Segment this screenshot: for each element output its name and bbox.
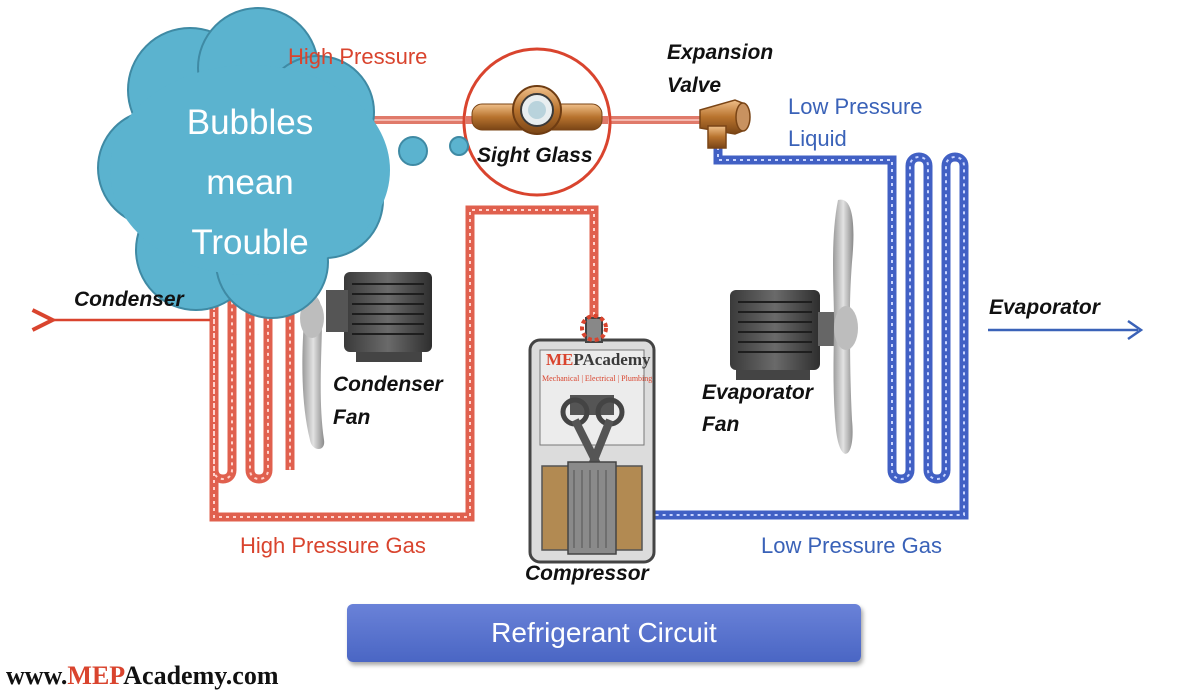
website-prefix: www. — [6, 661, 68, 690]
expansion-valve-label-line2: Valve — [667, 74, 722, 97]
condenser-fan-label-line2: Fan — [333, 406, 371, 429]
low-pressure-liquid-line — [713, 140, 897, 470]
compressor-icon — [528, 314, 656, 564]
cloud-line-2: mean — [206, 163, 294, 202]
expansion-valve-icon — [699, 99, 751, 149]
watermark-tagline: Mechanical | Electrical | Plumbing — [542, 374, 653, 383]
sight-glass-label: Sight Glass — [477, 144, 593, 167]
cloud-line-1: Bubbles — [186, 103, 314, 142]
low-pressure-liquid-label-line1: Low Pressure — [788, 94, 923, 119]
evaporator-fan-icon — [730, 199, 858, 454]
compressor-label: Compressor — [525, 562, 649, 585]
refrigerant-circuit-title: Refrigerant Circuit — [347, 604, 861, 662]
low-pressure-gas-label: Low Pressure Gas — [761, 533, 942, 558]
high-pressure-gas-label: High Pressure Gas — [240, 533, 426, 558]
evaporator-fan-label-line1: Evaporator — [702, 381, 813, 404]
evaporator-fan-label-line2: Fan — [702, 413, 740, 436]
condenser-label: Condenser — [74, 288, 184, 311]
evaporator-arrow — [988, 319, 1144, 341]
expansion-valve-label-line1: Expansion — [667, 41, 774, 64]
condenser-fan-icon — [300, 272, 432, 449]
high-pressure-label: High Pressure — [288, 44, 428, 69]
watermark-brand: MEPAcademy — [546, 350, 651, 369]
website-highlight: MEP — [67, 661, 124, 690]
website-suffix: Academy.com — [123, 661, 279, 690]
website-footer: www.MEPAcademy.com — [6, 660, 279, 692]
evaporator-coil — [650, 152, 969, 520]
low-pressure-liquid-label-line2: Liquid — [788, 126, 847, 151]
cloud-message: Bubbles mean Trouble — [140, 93, 360, 273]
condenser-fan-label-line1: Condenser — [333, 373, 443, 396]
cloud-line-3: Trouble — [191, 223, 309, 262]
sight-glass-icon — [462, 47, 612, 197]
evaporator-label: Evaporator — [989, 296, 1100, 319]
